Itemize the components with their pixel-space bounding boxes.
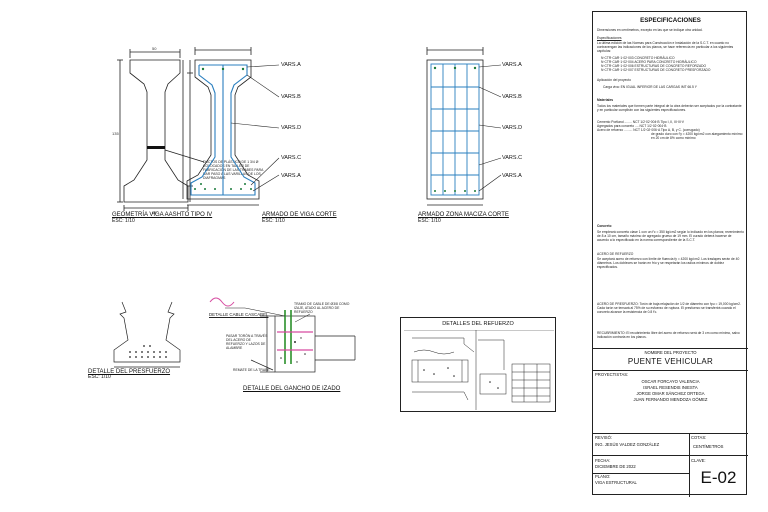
specifications-sheet: ESPECIFICACIONES Dimensiones en centímet… <box>592 11 748 497</box>
hook-cable-note: PASAR TORÓN A TRAVÉS DEL ACERO DE REFUER… <box>226 334 268 350</box>
specs-mat-line-1: Cemento Portland ........ NCT 1/2·02·004… <box>597 120 684 124</box>
solid-zone-section <box>426 47 502 206</box>
solid-label-vars-c: VARS.C <box>502 155 523 161</box>
solid-label-vars-a-bottom: VARS.A <box>502 173 522 179</box>
tb-designers-row: PROYECTISTAS: OSCAR FORCAYO VALENCIA ISR… <box>593 370 748 410</box>
specs-loads-title: Aplicación del proyecto <box>597 78 631 82</box>
tb-units: CENTÍMETROS <box>693 444 724 449</box>
specs-steel: Se aceptará acero de refuerzo con límite… <box>597 257 740 270</box>
beam-reinforcement-section <box>182 47 280 206</box>
lifting-hook-drawing <box>209 297 356 373</box>
tb-plan: VIGA ESTRUCTURAL <box>595 480 637 485</box>
specs-para1: La última edición de las Normas para Con… <box>597 41 734 54</box>
solid-label-vars-b: VARS.B <box>502 94 522 100</box>
specs-subtitle: Especificaciones <box>597 36 622 40</box>
specs-title: ESPECIFICACIONES <box>640 17 701 24</box>
solid-label-vars-a-top: VARS.A <box>502 62 522 68</box>
duct-hole <box>147 146 165 149</box>
beam-label-vars-a-top: VARS.A <box>281 62 301 68</box>
tb-designer-1: OSCAR FORCAYO VALENCIA <box>641 379 700 384</box>
specs-materials: Todos los materiales que formen parte in… <box>597 104 742 113</box>
solid-zone-title: ARMADO ZONA MACIZA CORTE <box>418 212 509 218</box>
specs-concrete: Se empleará concreto clase 1 con un f'c … <box>597 230 744 243</box>
specs-mat-line-2: Agregados para concreto .... NCT 1/2·02·… <box>597 124 667 128</box>
specs-norm-3: N·CTR·CAR·1·02·006 ESTRUCTURAS DE CONCRE… <box>601 64 707 68</box>
tb-designer-2: ISRAEL RESENDIS INIESTA <box>643 385 698 390</box>
tb-date-row: FECHA: DICIEMBRE DE 2022 PLANO: VIGA EST… <box>593 455 748 497</box>
beam-label-vars-c: VARS.C <box>281 155 302 161</box>
beam-label-vars-a-bottom: VARS.A <box>281 173 301 179</box>
aashto-scale: ESC: 1/10 <box>112 218 135 224</box>
tb-designers-label: PROYECTISTAS: <box>595 372 629 377</box>
specs-prestress: ACERO DE PRESFUERZO: Torón de baja relaj… <box>597 302 741 315</box>
aashto-beam-outline <box>123 59 189 203</box>
tb-date: DICIEMBRE DE 2022 <box>595 464 636 469</box>
specs-intro: Dimensiones en centímetros, excepto en l… <box>597 28 703 32</box>
tb-project-name: PUENTE VEHICULAR <box>627 357 714 366</box>
specs-recovery: RECUBRIMIENTO: El recubrimiento libre de… <box>597 331 740 340</box>
reinforcement-details-title: DETALLES DEL REFUERZO <box>442 321 514 327</box>
tb-review-label: REVISÓ: <box>595 435 612 440</box>
tb-reviewer: ING. JESÚS VALDEZ GONZÁLEZ <box>595 442 660 447</box>
specs-norm-2: N·CTR·CAR·1·02·004 ACERO PARA CONCRETO H… <box>601 60 697 64</box>
solid-zone-scale: ESC: 1/10 <box>418 218 441 224</box>
tb-designer-4: JUAN FERNANDO MENDOZA GÓMEZ <box>633 397 708 402</box>
prestress-scale: ESC: 1/10 <box>88 374 111 380</box>
solid-label-vars-d: VARS.D <box>502 125 523 131</box>
prestress-detail-drawing <box>113 301 181 368</box>
tb-units-label: COTAS: <box>691 435 707 440</box>
prestress-title: DETALLE DEL PRESFUERZO <box>88 369 171 375</box>
svg-text:50: 50 <box>152 46 157 51</box>
aashto-title: GEOMETRÍA VIGA AASHTO TIPO IV <box>112 212 213 218</box>
beam-label-vars-b: VARS.B <box>281 94 301 100</box>
tb-key: E-02 <box>700 468 737 487</box>
reinforcement-details-sketch <box>404 330 554 410</box>
tb-key-label: CLAVE: <box>691 458 706 463</box>
specs-steel-title: ACERO DE REFUERZO <box>597 252 634 256</box>
specs-mat-line-4: de grado duro con f'y = 4200 kg/cm2 con … <box>651 132 743 141</box>
tb-date-label: FECHA: <box>595 458 611 463</box>
svg-text:135: 135 <box>112 131 119 136</box>
specs-mat-line-3: Acero de refuerzo ......... NCT 1/2·02·0… <box>597 128 700 132</box>
specs-norm-4: N·CTR·CAR·1·02·007 ESTRUCTURAS DE CONCRE… <box>601 68 711 72</box>
tb-review-row: REVISÓ: ING. JESÚS VALDEZ GONZÁLEZ COTAS… <box>593 433 748 456</box>
tb-project-row: NOMBRE DEL PROYECTO PUENTE VEHICULAR <box>593 348 748 370</box>
lifting-hook-title: DETALLE DEL GANCHO DE IZADO <box>243 386 341 392</box>
beam-label-vars-d: VARS.D <box>281 125 302 131</box>
hook-left-note: REMATE DE LA TRABE <box>233 368 270 372</box>
svg-text:65: 65 <box>152 210 157 215</box>
beam-section-title: ARMADO DE VIGA CORTE <box>262 212 337 218</box>
specs-norm-1: N·CTR·CAR·1·02·003 CONCRETO HIDRÁULICO <box>601 56 675 60</box>
specs-materials-title: Materiales <box>597 98 614 102</box>
tb-project-label: NOMBRE DEL PROYECTO <box>644 350 697 355</box>
specs-loads: Carga viva: EN IGUAL INFERIOR DE LAS CAR… <box>603 85 697 89</box>
cable-detail-title: DETALLE CABLE CASCABEL <box>209 312 269 317</box>
aashto-duct-note: DUCTOS DE PLÁSTICO DE 1 3/4 Ø COLOCADOS … <box>203 160 264 180</box>
aashto-beam-drawing: 50 135 65 <box>112 46 205 215</box>
tb-designer-3: JORGE OMAR SÁNCHEZ ORTEGA <box>636 391 705 396</box>
beam-section-scale: ESC: 1/10 <box>262 218 285 224</box>
reinforcement-details-panel: DETALLES DEL REFUERZO <box>400 317 556 412</box>
hook-right-note: TRAMO DE CABLE DE Ø3/8 COMO IZAJE, ATADO… <box>294 302 350 314</box>
specs-concrete-title: Concreto <box>597 224 612 228</box>
tb-plan-label: PLANO: <box>595 474 611 479</box>
